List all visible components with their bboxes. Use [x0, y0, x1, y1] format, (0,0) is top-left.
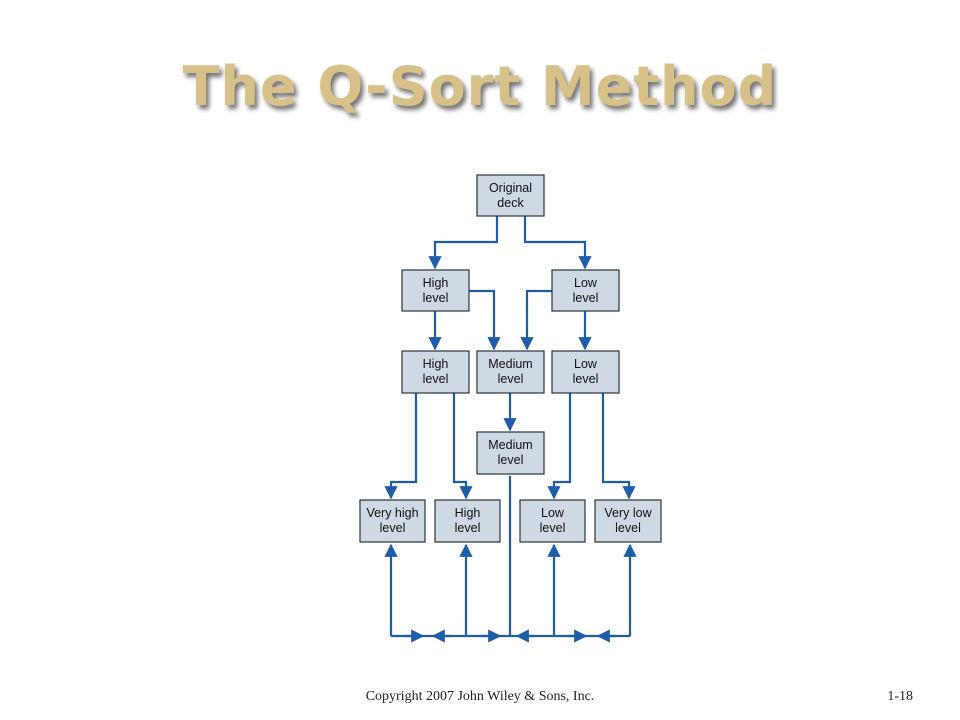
- svg-text:level: level: [573, 372, 599, 386]
- box-l5-low-level: Low level: [519, 499, 586, 543]
- box-l4-medium-level: Medium level: [476, 431, 545, 475]
- arrow-original-to-low: [523, 216, 592, 270]
- slide-title: The Q-Sort Method: [182, 55, 778, 118]
- copyright-notice: Copyright 2007 John Wiley & Sons, Inc.: [365, 689, 595, 704]
- svg-text:High: High: [423, 276, 449, 290]
- arrow-low-to-low-final: [547, 393, 572, 500]
- box-original-deck: Original deck: [476, 174, 545, 217]
- svg-text:Low: Low: [574, 357, 598, 371]
- arrow-high-to-very-high: [384, 393, 418, 500]
- arrow-high-to-high-final: [452, 393, 473, 500]
- svg-text:level: level: [423, 291, 449, 305]
- arrow-high-to-medium: [469, 289, 501, 351]
- box-l3-low-level: Low level: [551, 350, 620, 394]
- svg-text:Medium: Medium: [488, 438, 532, 452]
- arrow-original-to-high: [428, 216, 499, 270]
- svg-text:Very low: Very low: [604, 506, 652, 520]
- svg-text:level: level: [455, 521, 481, 535]
- svg-text:Low: Low: [574, 276, 598, 290]
- svg-text:level: level: [573, 291, 599, 305]
- svg-text:level: level: [540, 521, 566, 535]
- svg-text:Low: Low: [541, 506, 565, 520]
- box-l5-very-high-level: Very high level: [359, 499, 426, 543]
- arrow-low-to-very-low: [601, 393, 636, 500]
- svg-text:level: level: [423, 372, 449, 386]
- slide-number: 1-18: [887, 689, 913, 704]
- svg-text:Medium: Medium: [488, 357, 532, 371]
- box-l5-very-low-level: Very low level: [594, 499, 662, 543]
- svg-text:level: level: [498, 453, 524, 467]
- svg-text:Very high: Very high: [366, 506, 418, 520]
- box-l3-medium-level: Medium level: [476, 350, 545, 394]
- svg-text:level: level: [615, 521, 641, 535]
- box-l2-high-level: High level: [401, 269, 470, 312]
- svg-text:level: level: [380, 521, 406, 535]
- box-l3-high-level: High level: [401, 350, 470, 394]
- svg-text:Original: Original: [489, 181, 532, 195]
- svg-text:High: High: [423, 357, 449, 371]
- svg-text:deck: deck: [497, 196, 524, 210]
- box-l5-high-level: High level: [434, 499, 501, 543]
- svg-text:High: High: [455, 506, 481, 520]
- svg-text:level: level: [498, 372, 524, 386]
- arrow-low-to-medium: [520, 289, 552, 351]
- box-l2-low-level: Low level: [551, 269, 620, 312]
